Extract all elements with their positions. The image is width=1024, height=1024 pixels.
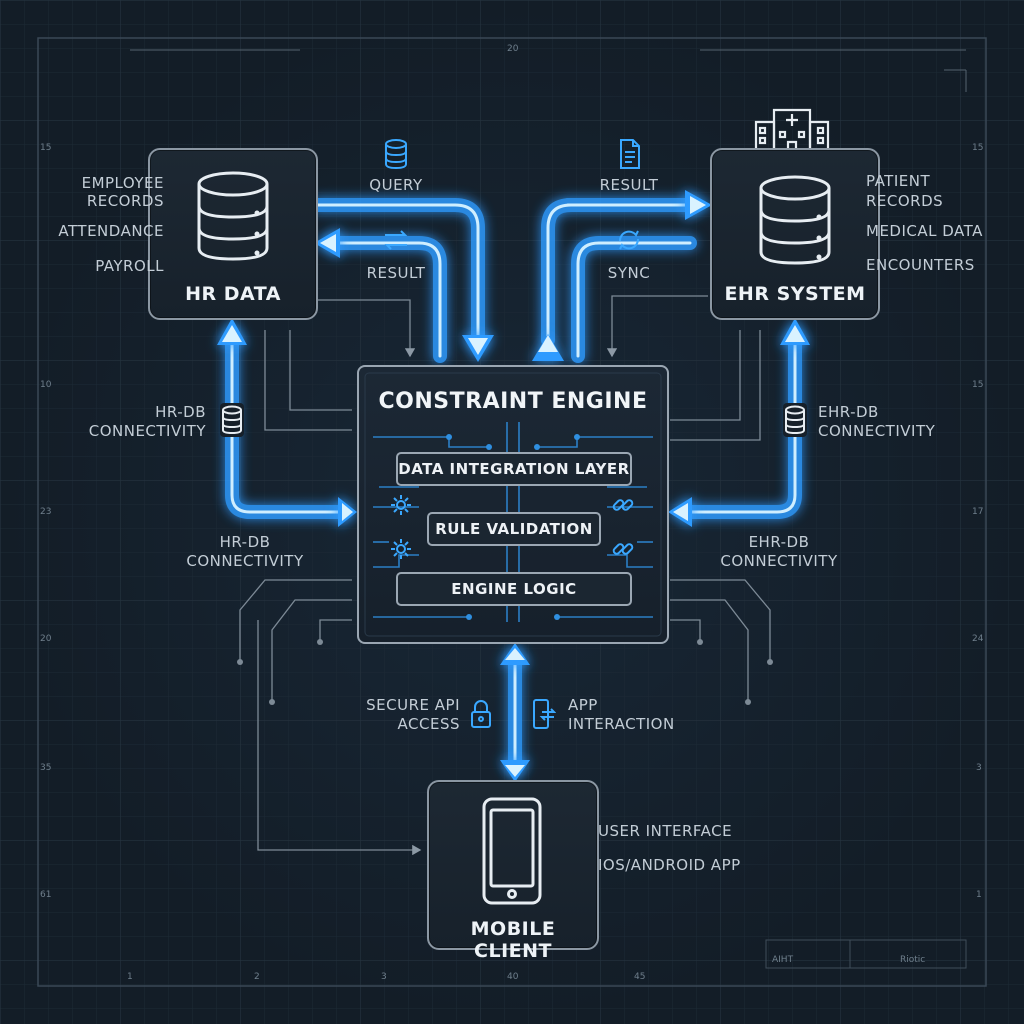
database-icon — [385, 139, 407, 170]
engine-logic-layer[interactable]: ENGINE LOGIC — [396, 572, 632, 606]
ruler-bottom-label: 1 — [127, 972, 133, 982]
ruler-right-label: 24 — [972, 634, 984, 644]
hr-field-label: ATTENDANCE — [58, 222, 164, 240]
app-interaction-label: APP — [568, 696, 598, 714]
result-label: RESULT — [366, 264, 426, 282]
gear-icon — [391, 539, 411, 559]
ruler-left-label: 61 — [40, 890, 52, 900]
rule-validation-layer[interactable]: RULE VALIDATION — [427, 512, 601, 546]
secure-api-label: ACCESS — [397, 715, 460, 733]
ruler-right-label: 15 — [972, 143, 984, 153]
hr-field-label: PAYROLL — [95, 257, 164, 275]
mobile-field-label: USER INTERFACE — [598, 822, 733, 840]
sync-icon — [618, 230, 640, 250]
result-label: RESULT — [599, 176, 659, 194]
ruler-left-label: 15 — [40, 143, 52, 153]
constraint-engine-node[interactable]: CONSTRAINT ENGINE DATA INTEGRATION LAYER… — [357, 365, 669, 644]
hospital-icon — [754, 108, 830, 154]
ehr-db-label: EHR-DB — [818, 403, 879, 421]
ruler-left-label: 35 — [40, 763, 52, 773]
ruler-right-label: 17 — [972, 507, 984, 517]
app-interaction-label: INTERACTION — [568, 715, 675, 733]
ruler-bottom-label: 45 — [634, 972, 646, 982]
hr-db-label: HR-DB — [155, 403, 206, 421]
smartphone-icon — [482, 797, 542, 905]
hr-data-title: HR DATA — [185, 283, 281, 305]
database-icon — [197, 171, 269, 261]
hr-db-label: CONNECTIVITY — [186, 552, 304, 570]
mobile-client-title: MOBILE CLIENT — [470, 918, 556, 962]
ruler-right-label: 15 — [972, 380, 984, 390]
ruler-right-label: 3 — [976, 763, 982, 773]
mobile-field-label: IOS/ANDROID APP — [598, 856, 741, 874]
ruler-bottom-label: 40 — [507, 972, 519, 982]
link-icon — [612, 499, 634, 511]
title-block — [765, 939, 967, 969]
hr-db-label: CONNECTIVITY — [88, 422, 206, 440]
lock-icon — [471, 700, 491, 728]
title-block-label: Riotic — [900, 955, 926, 965]
hr-field-label: EMPLOYEE — [81, 174, 164, 192]
ruler-left-label: 23 — [40, 507, 52, 517]
database-icon — [220, 403, 244, 437]
gear-icon — [391, 495, 411, 515]
sync-label: SYNC — [607, 264, 651, 282]
ehr-db-label: EHR-DB — [748, 533, 810, 551]
ehr-field-label: ENCOUNTERS — [866, 256, 975, 274]
frame-border — [37, 37, 987, 987]
ehr-system-node[interactable]: EHR SYSTEM — [710, 148, 880, 320]
ruler-top-label: 20 — [507, 44, 519, 54]
ehr-field-label: PATIENT — [866, 172, 931, 190]
ruler-bottom-label: 2 — [254, 972, 260, 982]
hr-field-label: RECORDS — [86, 192, 164, 210]
document-icon — [620, 139, 640, 169]
ruler-right-label: 1 — [976, 890, 982, 900]
ehr-field-label: MEDICAL DATA — [866, 222, 983, 240]
data-integration-layer[interactable]: DATA INTEGRATION LAYER — [396, 452, 632, 486]
ruler-bottom-label: 3 — [381, 972, 387, 982]
ehr-field-label: RECORDS — [866, 192, 944, 210]
ehr-system-title: EHR SYSTEM — [724, 283, 866, 305]
link-icon — [612, 543, 634, 555]
secure-api-label: SECURE API — [366, 696, 460, 714]
phone-transfer-icon — [533, 699, 556, 729]
ehr-db-label: CONNECTIVITY — [818, 422, 936, 440]
title-block-label: AIHT — [772, 955, 794, 965]
query-label: QUERY — [369, 176, 423, 194]
database-icon — [759, 175, 831, 265]
ehr-db-label: CONNECTIVITY — [720, 552, 838, 570]
engine-title: CONSTRAINT ENGINE — [378, 389, 648, 414]
sync-icon — [384, 230, 408, 250]
ruler-left-label: 10 — [40, 380, 52, 390]
mobile-client-node[interactable]: MOBILE CLIENT — [427, 780, 599, 962]
ruler-left-label: 20 — [40, 634, 52, 644]
database-icon — [783, 403, 807, 437]
hr-db-label: HR-DB — [219, 533, 271, 551]
hr-data-node[interactable]: HR DATA — [148, 148, 318, 320]
